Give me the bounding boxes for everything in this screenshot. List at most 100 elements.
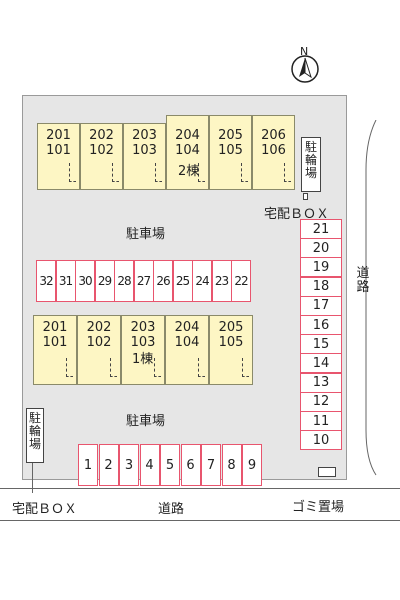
- unit-upper-number: 203: [130, 320, 156, 335]
- parking-space-17: 17: [300, 295, 342, 316]
- bike-parking-left: 駐輪場: [26, 408, 44, 463]
- entrance-mark: [198, 358, 205, 377]
- entrance-mark: [241, 163, 248, 182]
- unit-lower-number: 106: [261, 143, 286, 158]
- unit-upper-number: 204: [174, 320, 200, 335]
- building-2-name: 2棟: [178, 164, 200, 179]
- parking-space-15: 15: [300, 334, 342, 355]
- parking-space-1: 1: [78, 444, 98, 486]
- bike-parking-top-label: 駐輪場: [304, 140, 317, 180]
- unit-upper-number: 201: [46, 128, 71, 143]
- entrance-mark: [110, 358, 117, 377]
- parking-space-21: 21: [300, 219, 342, 239]
- unit-lower-number: 102: [89, 143, 114, 158]
- road-bottom-label: 道路: [158, 502, 185, 517]
- unit-lower-number: 101: [42, 335, 68, 350]
- parking-space-11: 11: [300, 411, 342, 431]
- parking-space-24: 24: [192, 260, 212, 302]
- parking-space-27: 27: [133, 260, 154, 302]
- entrance-mark: [242, 358, 249, 377]
- parking-space-8: 8: [221, 444, 242, 486]
- parking-space-28: 28: [114, 260, 134, 302]
- parking-space-2: 2: [98, 444, 119, 486]
- entrance-mark: [284, 163, 291, 182]
- garbage-box: [318, 467, 336, 477]
- parking-space-20: 20: [300, 238, 342, 259]
- parking-space-18: 18: [300, 276, 342, 297]
- bike-parking-top: 駐輪場: [301, 137, 321, 192]
- parking-upper-label: 駐車場: [126, 227, 166, 242]
- unit-upper-number: 205: [218, 320, 244, 335]
- unit-lower-number: 105: [218, 143, 243, 158]
- parking-space-14: 14: [300, 353, 342, 374]
- parking-space-4: 4: [139, 444, 160, 486]
- unit-upper-number: 204: [175, 128, 200, 143]
- parking-space-12: 12: [300, 391, 342, 412]
- parking-lower-label: 駐車場: [126, 414, 166, 429]
- unit-upper-number: 203: [132, 128, 157, 143]
- parking-space-22: 22: [231, 260, 251, 302]
- parking-space-3: 3: [119, 444, 139, 486]
- parking-space-13: 13: [300, 372, 342, 393]
- parking-space-9: 9: [242, 444, 262, 486]
- parking-space-10: 10: [300, 430, 342, 451]
- parking-space-31: 31: [55, 260, 76, 302]
- parking-space-29: 29: [94, 260, 115, 302]
- unit-lower-number: 103: [130, 335, 156, 350]
- unit-upper-number: 206: [261, 128, 286, 143]
- road-bottom-line-bottom: [0, 520, 400, 521]
- road-right-label: 道路: [356, 266, 370, 295]
- delivery-box-top-label: 宅配ＢＯＸ: [264, 207, 330, 222]
- unit-lower-number: 104: [174, 335, 200, 350]
- parking-space-25: 25: [172, 260, 193, 302]
- north-arrow-icon: N: [291, 45, 319, 83]
- unit-lower-number: 104: [175, 143, 200, 158]
- parking-space-32: 32: [36, 260, 56, 302]
- entrance-mark: [198, 163, 205, 182]
- entrance-mark: [155, 163, 162, 182]
- entrance-mark: [112, 163, 119, 182]
- road-right-curve: [365, 120, 377, 476]
- delivery-box-top-marker: [303, 193, 308, 200]
- unit-upper-number: 205: [218, 128, 243, 143]
- unit-lower-number: 102: [86, 335, 112, 350]
- unit-lower-number: 103: [132, 143, 157, 158]
- unit-upper-number: 202: [86, 320, 112, 335]
- building-1-name: 1棟: [132, 352, 154, 367]
- parking-space-5: 5: [160, 444, 180, 486]
- unit-lower-number: 101: [46, 143, 71, 158]
- parking-space-23: 23: [211, 260, 232, 302]
- delivery-box-bottom-tick: [32, 463, 33, 493]
- compass-label: N: [300, 45, 308, 58]
- bike-parking-left-label: 駐輪場: [28, 411, 41, 451]
- entrance-mark: [69, 163, 76, 182]
- parking-space-19: 19: [300, 257, 342, 278]
- parking-space-7: 7: [201, 444, 221, 486]
- unit-upper-number: 202: [89, 128, 114, 143]
- garbage-label: ゴミ置場: [292, 500, 345, 515]
- entrance-mark: [154, 358, 161, 377]
- parking-space-26: 26: [153, 260, 173, 302]
- entrance-mark: [66, 358, 73, 377]
